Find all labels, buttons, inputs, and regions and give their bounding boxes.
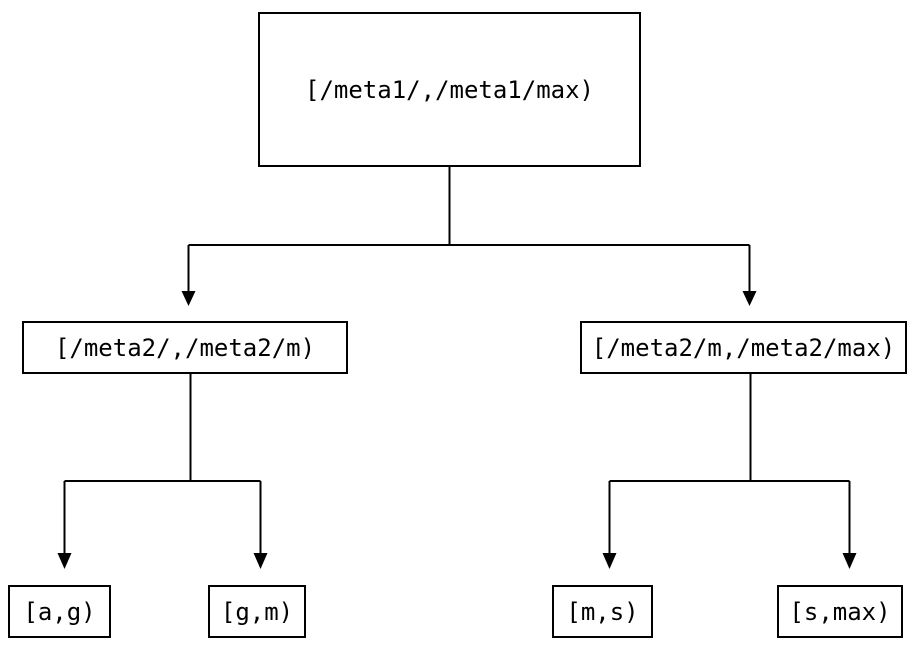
tree-node-leaf-1[interactable]: [g,m): [208, 585, 306, 638]
tree-node-leaf-2-label: [m,s): [566, 597, 639, 626]
arrowhead-mid-left: [181, 291, 196, 306]
arrowhead-leaf-2: [602, 553, 617, 569]
tree-node-leaf-2[interactable]: [m,s): [552, 585, 653, 638]
tree-node-leaf-1-label: [g,m): [220, 597, 294, 626]
tree-node-leaf-0[interactable]: [a,g): [8, 585, 111, 638]
tree-node-mid-right[interactable]: [/meta2/m,/meta2/max): [580, 321, 907, 374]
arrowhead-leaf-1: [253, 553, 268, 569]
tree-node-leaf-3-label: [s,max): [789, 597, 891, 626]
arrowhead-mid-right: [742, 291, 757, 306]
tree-node-mid-left[interactable]: [/meta2/,/meta2/m): [22, 321, 348, 374]
tree-node-leaf-3[interactable]: [s,max): [777, 585, 903, 638]
tree-node-mid-left-label: [/meta2/,/meta2/m): [54, 333, 316, 362]
arrowhead-leaf-3: [842, 553, 857, 569]
tree-node-mid-right-label: [/meta2/m,/meta2/max): [591, 333, 896, 362]
tree-node-leaf-0-label: [a,g): [23, 597, 96, 626]
tree-node-root[interactable]: [/meta1/,/meta1/max): [258, 12, 641, 167]
tree-node-root-label: [/meta1/,/meta1/max): [305, 75, 594, 104]
arrowhead-leaf-0: [57, 553, 72, 569]
